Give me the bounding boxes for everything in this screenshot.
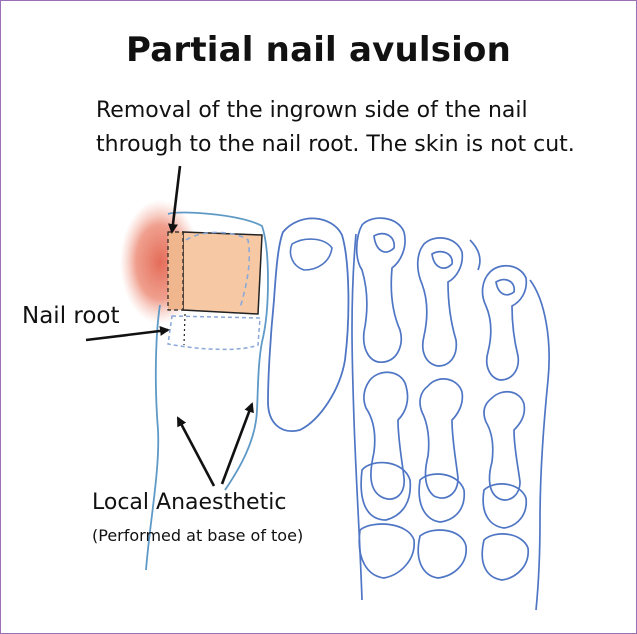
arrow-la-left xyxy=(178,418,214,486)
second-toe-outline xyxy=(268,218,348,431)
toe-bones xyxy=(352,218,549,610)
label-local-anaesthetic: Local Anaesthetic xyxy=(92,490,286,515)
label-local-anaesthetic-note: (Performed at base of toe) xyxy=(92,526,303,545)
description-line-1: Removal of the ingrown side of the nail xyxy=(96,94,636,128)
nail-root-region xyxy=(168,316,260,349)
removed-nail-strip xyxy=(168,232,183,310)
page-title: Partial nail avulsion xyxy=(0,30,637,70)
label-nail-root: Nail root xyxy=(22,303,120,329)
nail-remaining xyxy=(183,232,262,314)
arrow-to-nail-root xyxy=(86,330,168,340)
nail-root-edge xyxy=(184,314,185,345)
procedure-description: Removal of the ingrown side of the nail … xyxy=(96,94,636,162)
second-toe-nail xyxy=(291,239,333,270)
description-line-2: through to the nail root. The skin is no… xyxy=(96,128,636,162)
